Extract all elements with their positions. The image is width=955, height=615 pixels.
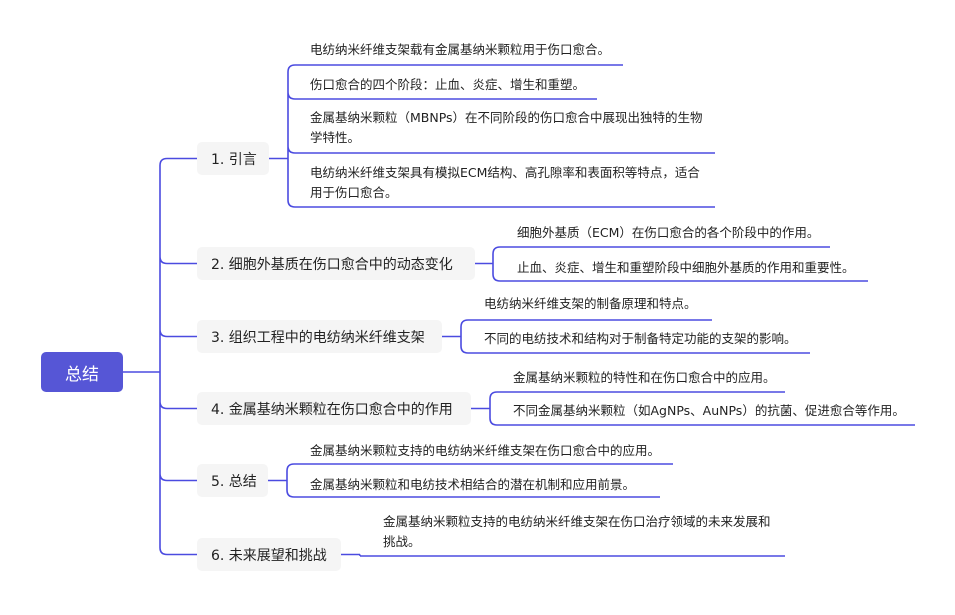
topic-node-4[interactable]: 4. 金属基纳米颗粒在伤口愈合中的作用: [197, 392, 471, 425]
leaf-node[interactable]: 细胞外基质（ECM）在伤口愈合的各个阶段中的作用。: [517, 223, 819, 243]
leaf-text-line: 学特性。: [310, 130, 361, 145]
topic-node-1[interactable]: 1. 引言: [197, 142, 269, 175]
leaf-node[interactable]: 伤口愈合的四个阶段：止血、炎症、增生和重塑。: [310, 75, 585, 95]
topic-label: 3. 组织工程中的电纺纳米纤维支架: [211, 329, 425, 346]
leaf-text-line: 金属基纳米颗粒支持的电纺纳米纤维支架在伤口治疗领域的未来发展和: [383, 514, 771, 529]
topic-label: 1. 引言: [211, 151, 257, 168]
leaf-node[interactable]: 电纺纳米纤维支架载有金属基纳米颗粒用于伤口愈合。: [310, 40, 610, 60]
leaf-text-line: 金属基纳米颗粒支持的电纺纳米纤维支架在伤口愈合中的应用。: [310, 443, 661, 458]
leaf-node[interactable]: 电纺纳米纤维支架的制备原理和特点。: [484, 294, 697, 314]
topic-label: 4. 金属基纳米颗粒在伤口愈合中的作用: [211, 401, 453, 418]
leaf-text-line: 电纺纳米纤维支架具有模拟ECM结构、高孔隙率和表面积等特点，适合: [310, 165, 700, 180]
root-node[interactable]: 总结: [41, 352, 123, 392]
leaf-node[interactable]: 不同的电纺技术和结构对于制备特定功能的支架的影响。: [484, 329, 797, 349]
leaf-text-line: 电纺纳米纤维支架的制备原理和特点。: [484, 296, 697, 311]
topic-node-6[interactable]: 6. 未来展望和挑战: [197, 538, 341, 571]
branch-lines: [123, 64, 915, 557]
leaf-text-line: 金属基纳米颗粒（MBNPs）在不同阶段的伤口愈合中展现出独特的生物: [310, 110, 703, 125]
leaf-text-line: 用于伤口愈合。: [310, 185, 398, 200]
leaf-node[interactable]: 金属基纳米颗粒和电纺技术相结合的潜在机制和应用前景。: [310, 475, 635, 495]
topic-node-2[interactable]: 2. 细胞外基质在伤口愈合中的动态变化: [197, 247, 475, 280]
root-label: 总结: [65, 364, 99, 385]
topic-node-3[interactable]: 3. 组织工程中的电纺纳米纤维支架: [197, 320, 442, 353]
leaf-text-line: 不同的电纺技术和结构对于制备特定功能的支架的影响。: [484, 331, 797, 346]
leaf-node[interactable]: 金属基纳米颗粒（MBNPs）在不同阶段的伤口愈合中展现出独特的生物学特性。: [310, 108, 703, 148]
leaf-node[interactable]: 止血、炎症、增生和重塑阶段中细胞外基质的作用和重要性。: [517, 258, 855, 278]
leaf-text-line: 金属基纳米颗粒的特性和在伤口愈合中的应用。: [513, 370, 776, 385]
leaf-text-line: 止血、炎症、增生和重塑阶段中细胞外基质的作用和重要性。: [517, 260, 855, 275]
leaf-text-line: 不同金属基纳米颗粒（如AgNPs、AuNPs）的抗菌、促进愈合等作用。: [513, 403, 905, 418]
topic-label: 2. 细胞外基质在伤口愈合中的动态变化: [211, 256, 453, 273]
topic-label: 6. 未来展望和挑战: [211, 547, 327, 564]
leaf-text-line: 伤口愈合的四个阶段：止血、炎症、增生和重塑。: [310, 77, 586, 92]
leaf-node[interactable]: 不同金属基纳米颗粒（如AgNPs、AuNPs）的抗菌、促进愈合等作用。: [513, 401, 905, 421]
topic-label: 5. 总结: [211, 473, 257, 490]
leaf-node[interactable]: 金属基纳米颗粒的特性和在伤口愈合中的应用。: [513, 368, 776, 388]
leaf-node[interactable]: 金属基纳米颗粒支持的电纺纳米纤维支架在伤口愈合中的应用。: [310, 441, 660, 461]
leaf-text-line: 金属基纳米颗粒和电纺技术相结合的潜在机制和应用前景。: [310, 477, 636, 492]
topic-node-5[interactable]: 5. 总结: [197, 464, 268, 497]
leaf-node[interactable]: 电纺纳米纤维支架具有模拟ECM结构、高孔隙率和表面积等特点，适合用于伤口愈合。: [310, 163, 700, 203]
leaf-text-line: 挑战。: [383, 534, 421, 549]
leaf-text-line: 电纺纳米纤维支架载有金属基纳米颗粒用于伤口愈合。: [310, 42, 611, 57]
leaf-text-line: 细胞外基质（ECM）在伤口愈合的各个阶段中的作用。: [517, 225, 820, 240]
leaf-node[interactable]: 金属基纳米颗粒支持的电纺纳米纤维支架在伤口治疗领域的未来发展和挑战。: [383, 512, 771, 552]
